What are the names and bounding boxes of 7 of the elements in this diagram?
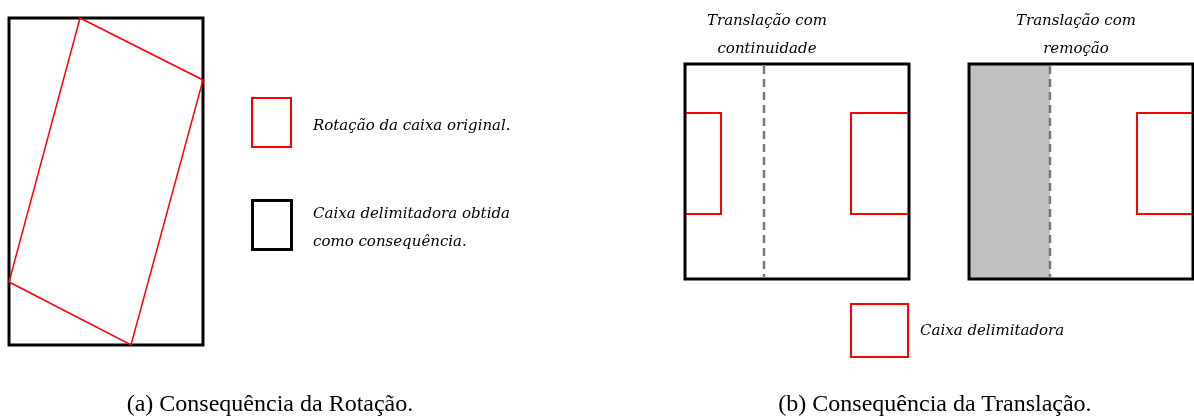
figure-caption: (a) Consequência da Rotação. (125, 390, 415, 417)
legend-label: Rotação da caixa original. (313, 115, 512, 136)
figure-caption: (b) Consequência da Translação. (777, 390, 1093, 417)
subfigure-title: Translação com continuidade (706, 10, 828, 59)
legend-label: Caixa delimitadora (920, 320, 1066, 341)
legend-label: Caixa delimitadora obtida como consequência. (313, 203, 511, 252)
subfigure-title: Translação com remoção (1015, 10, 1137, 59)
